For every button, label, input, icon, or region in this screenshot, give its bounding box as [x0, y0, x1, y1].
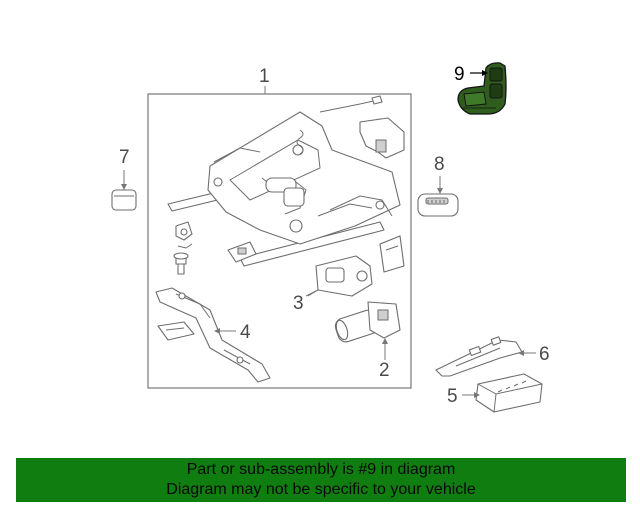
parts-diagram: 1 2 3 4 5 6 7 8 9 [111, 62, 550, 413]
center-clip [227, 241, 257, 263]
seat-switch-part-9[interactable] [457, 62, 507, 115]
bracket-part-6[interactable] [435, 336, 523, 377]
cap-part-7[interactable] [111, 189, 137, 211]
clip-part [175, 221, 193, 249]
callout-6[interactable]: 6 [539, 344, 550, 365]
seat-frame-part-1[interactable] [167, 111, 401, 267]
callout-8[interactable]: 8 [434, 154, 445, 175]
callout-1[interactable]: 1 [259, 66, 270, 87]
cable-clip [319, 95, 383, 113]
callout-4[interactable]: 4 [240, 322, 251, 343]
bolt [173, 252, 189, 275]
callout-5[interactable]: 5 [447, 386, 458, 407]
callout-2[interactable]: 2 [379, 360, 390, 381]
motor-part-2[interactable] [333, 301, 401, 344]
assembly-box-1 [147, 86, 412, 389]
banner-line-2: Diagram may not be specific to your vehi… [166, 481, 476, 498]
side-bracket [379, 235, 405, 273]
switch-part-8[interactable] [417, 193, 459, 217]
control-module-part-5[interactable] [475, 373, 543, 413]
info-banner: Part or sub-assembly is #9 in diagram Di… [16, 458, 626, 502]
callout-labels: 1 2 3 4 5 6 7 8 9 [119, 64, 550, 407]
upper-bracket [359, 117, 405, 159]
callout-3[interactable]: 3 [293, 293, 304, 314]
banner-line-1: Part or sub-assembly is #9 in diagram [186, 461, 456, 478]
leader-lines [121, 70, 536, 398]
rail-part-4[interactable] [155, 287, 271, 383]
callout-7[interactable]: 7 [119, 147, 130, 168]
callout-9[interactable]: 9 [454, 64, 465, 85]
